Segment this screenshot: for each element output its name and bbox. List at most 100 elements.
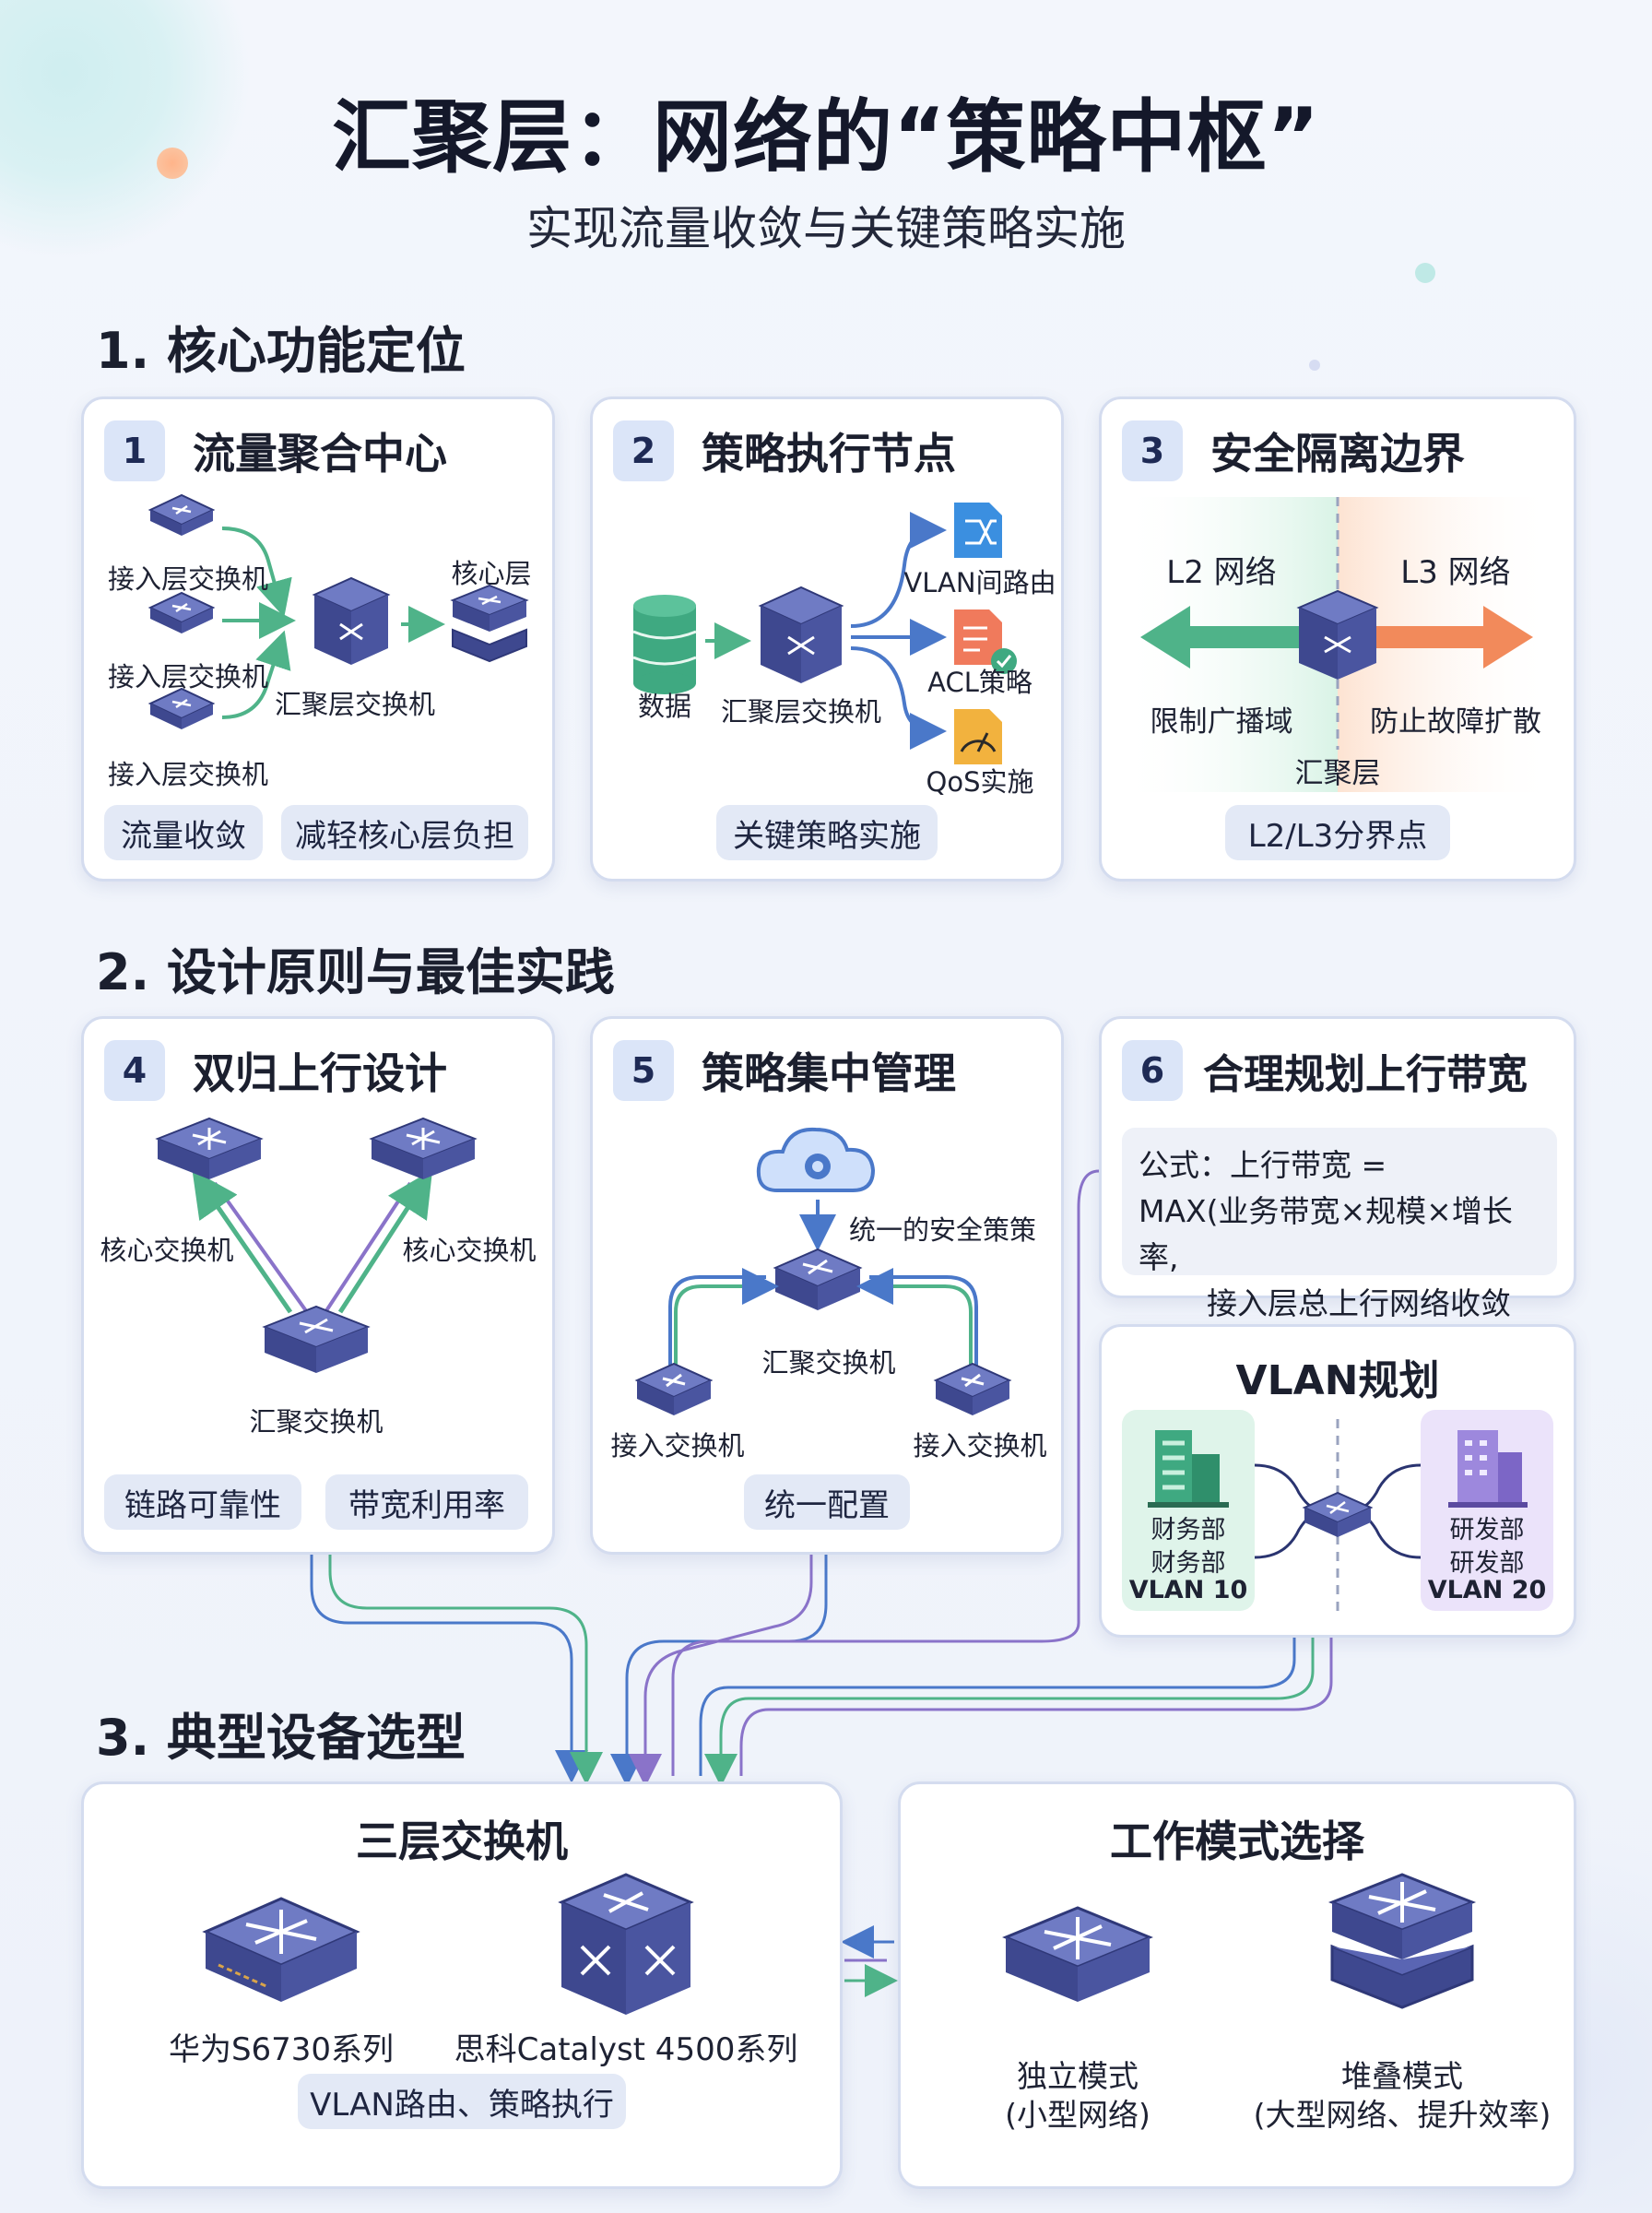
dept-name: 财务部 — [1150, 1516, 1226, 1544]
feature-chip: 流量收敛 — [104, 805, 263, 860]
card-centralized-policy: 5 策略集中管理 — [590, 1016, 1064, 1555]
formula-line: MAX(业务带宽×规模×增长率, — [1139, 1193, 1513, 1275]
decor-dot — [1415, 263, 1435, 283]
card-title: 工作模式选择 — [1110, 1817, 1364, 1866]
switch-icon — [450, 584, 529, 663]
card-number: 6 — [1122, 1040, 1183, 1101]
device-name: 华为S6730系列 — [168, 2031, 395, 2068]
switch-icon — [262, 1305, 371, 1373]
switch-icon — [758, 586, 844, 683]
card-security-boundary: 3 安全隔离边界 L2 网络 L3 网络 限制广播域 防止故障扩散 汇聚层 L2… — [1099, 396, 1576, 882]
switch-icon — [202, 1897, 360, 2002]
section-2-title: 2. 设计原则与最佳实践 — [96, 943, 615, 1001]
vlan-diagram — [1254, 1419, 1422, 1616]
formula-line: 公式：上行带宽 = — [1139, 1147, 1387, 1183]
aggregation-switch-label: 汇聚层交换机 — [720, 696, 882, 728]
card-uplink-bandwidth: 6 合理规划上行带宽 公式：上行带宽 = MAX(业务带宽×规模×增长率, 接入… — [1099, 1016, 1576, 1367]
feature-chip: VLAN路由、策略执行 — [298, 2074, 626, 2129]
switch-icon — [1328, 1873, 1477, 2009]
card-title: 安全隔离边界 — [1210, 429, 1465, 479]
card-title: 合理规划上行带宽 — [1203, 1051, 1528, 1098]
card-title: 策略执行节点 — [702, 429, 956, 479]
right-arrow-icon — [1376, 606, 1533, 669]
dept-name: 财务部 — [1150, 1549, 1226, 1578]
central-policy-diagram — [634, 1127, 1012, 1415]
qos-gauge-icon — [954, 709, 1002, 764]
data-label: 数据 — [637, 691, 692, 722]
prevent-fault-label: 防止故障扩散 — [1370, 705, 1541, 739]
access-switch-label: 接入交换机 — [610, 1430, 745, 1462]
core-switch-label: 核心交换机 — [402, 1235, 537, 1266]
access-switch-label: 接入层交换机 — [108, 661, 269, 692]
mode-illustrations — [1002, 1873, 1477, 2009]
card-number: 2 — [613, 420, 674, 481]
vlan-title: VLAN规划 — [1235, 1357, 1440, 1404]
policy-label: QoS实施 — [926, 766, 1034, 798]
l2-network-label: L2 网络 — [1166, 554, 1277, 591]
policy-diagram — [632, 503, 1017, 764]
dept-name: 研发部 — [1449, 1549, 1525, 1578]
decor-dot — [1309, 360, 1320, 371]
building-icon — [1148, 1430, 1229, 1508]
feature-chip: 减轻核心层负担 — [281, 805, 528, 860]
card-title: 流量聚合中心 — [193, 429, 447, 479]
card-number: 3 — [1122, 420, 1183, 481]
limit-broadcast-label: 限制广播域 — [1150, 705, 1293, 739]
switch-icon — [148, 687, 216, 729]
card-policy-execution: 2 策略执行节点 — [590, 396, 1064, 882]
acl-icon — [954, 609, 1017, 674]
card-traffic-aggregation: 1 流量聚合中心 接入层交换机 接入层交换机 接入层交换机 核 — [81, 396, 555, 882]
routing-icon — [954, 503, 1002, 558]
cloud-gear-icon — [756, 1127, 876, 1192]
core-switch-label: 核心交换机 — [100, 1235, 234, 1266]
switch-icon — [933, 1362, 1012, 1415]
switch-icon — [148, 493, 216, 536]
database-icon — [632, 595, 697, 694]
switch-icon — [148, 591, 216, 633]
card-number: 5 — [613, 1040, 674, 1101]
unified-policy-label: 统一的安全策策 — [849, 1214, 1037, 1246]
mode-note: (小型网络) — [1005, 2097, 1150, 2133]
decor-orb — [157, 148, 188, 179]
card-work-mode: 工作模式选择 独立模式 (小型网络) 堆叠模式 (大型网络、提升效率) — [898, 1781, 1576, 2189]
card-dual-homing: 4 双归上行设计 核心交换机 核心交换机 汇聚交换机 链路可靠性 — [81, 1016, 555, 1555]
feature-chip: 关键策略实施 — [716, 805, 938, 860]
card-vlan-planning: VLAN规划 财务部 财务部 VLAN 10 研发部 研发部 VLAN 20 — [1099, 1324, 1576, 1638]
access-switch-label: 接入交换机 — [913, 1430, 1047, 1462]
card-title: 双归上行设计 — [193, 1048, 447, 1098]
vlan-id: VLAN 10 — [1128, 1576, 1248, 1604]
switch-icon — [773, 1248, 863, 1310]
policy-label: ACL策略 — [927, 667, 1032, 698]
left-arrow-icon — [1140, 606, 1299, 669]
switch-icon — [155, 1117, 264, 1179]
policy-label: VLAN间路由 — [903, 567, 1056, 598]
card-title: 三层交换机 — [356, 1817, 568, 1866]
page-title: 汇聚层：网络的“策略中枢” — [331, 91, 1321, 183]
page-subtitle: 实现流量收敛与关键策略实施 — [526, 202, 1126, 255]
switch-icon — [634, 1362, 714, 1415]
access-switch-label: 接入层交换机 — [108, 563, 269, 595]
feature-chip: L2/L3分界点 — [1225, 805, 1450, 860]
switch-icon — [369, 1117, 478, 1179]
feature-chip: 链路可靠性 — [104, 1474, 301, 1530]
core-layer-label: 核心层 — [451, 558, 532, 589]
vlan-id: VLAN 20 — [1427, 1576, 1547, 1604]
l3-network-label: L3 网络 — [1400, 554, 1511, 591]
card-l3-switch: 三层交换机 华为S6730系列 思科Catalyst 4500系列 VLAN路由… — [81, 1781, 843, 2189]
card-number: 1 — [104, 420, 165, 481]
aggregation-switch-label: 汇聚层交换机 — [274, 689, 436, 720]
mode-name: 独立模式 — [1017, 2058, 1139, 2094]
building-icon — [1448, 1430, 1528, 1508]
switch-icon — [1296, 589, 1379, 680]
switch-icon — [312, 576, 391, 665]
feature-chip: 统一配置 — [744, 1474, 910, 1530]
dept-name: 研发部 — [1449, 1516, 1525, 1544]
device-name: 思科Catalyst 4500系列 — [454, 2031, 798, 2068]
vlan-dept-rnd: 研发部 研发部 VLAN 20 — [1421, 1410, 1553, 1611]
access-switch-label: 接入层交换机 — [108, 759, 269, 790]
boundary-diagram — [1120, 497, 1555, 792]
device-illustrations — [202, 1873, 694, 2015]
aggregation-layer-label: 汇聚层 — [1294, 757, 1381, 790]
vlan-dept-finance: 财务部 财务部 VLAN 10 — [1122, 1410, 1255, 1611]
switch-icon — [1002, 1906, 1153, 2002]
